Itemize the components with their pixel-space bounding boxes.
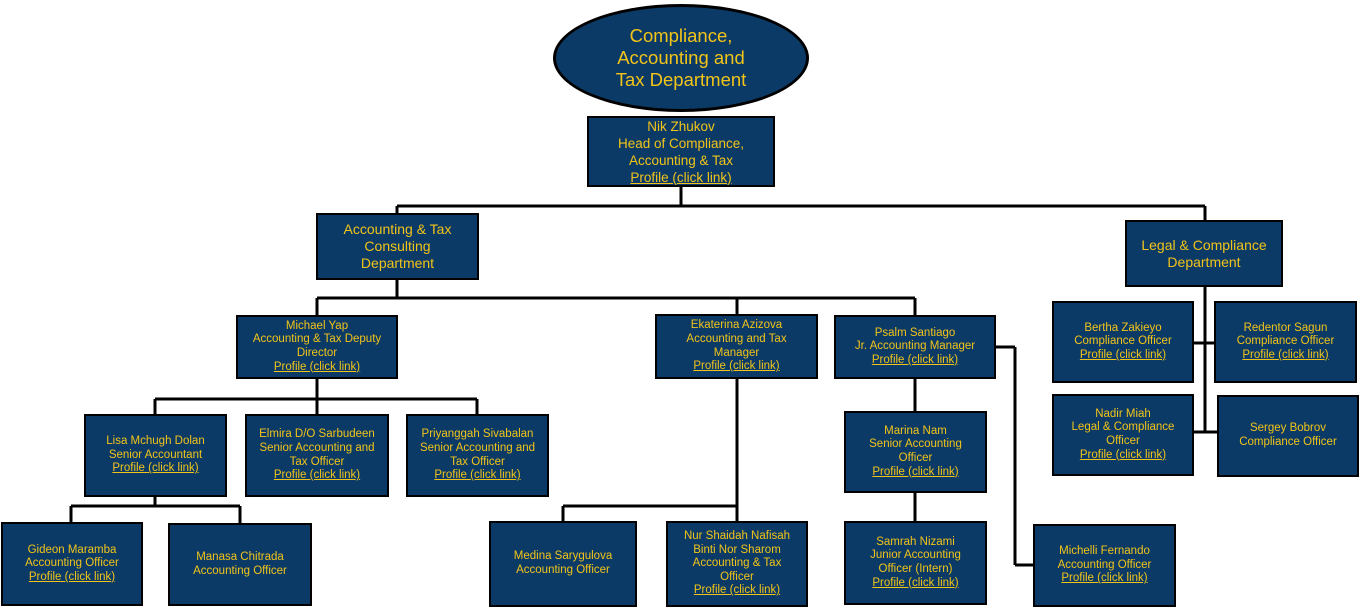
head-box: Nik Zhukov Head of Compliance, Accountin… [587,116,775,187]
profile-link[interactable]: Profile (click link) [630,169,732,185]
profile-link[interactable]: Profile (click link) [1079,448,1167,461]
person-box-psalm-santiago: Psalm Santiago Jr. Accounting Manager Pr… [834,315,996,379]
person-box-michelli-fernando: Michelli Fernando Accounting Officer Pro… [1033,524,1176,607]
person-name: Ekaterina Azizova [690,319,783,332]
department-label: Department [360,255,435,271]
person-box-manasa-chitrada: Manasa Chitrada Accounting Officer [168,523,312,606]
person-role: Accounting and Tax [686,332,787,345]
person-name: Psalm Santiago [874,326,956,339]
person-name: Nur Shaidah Nafisah [683,530,791,543]
person-role: Accounting Officer [25,557,119,570]
person-role: Officer [898,452,933,464]
person-name: Nadir Miah [1095,407,1151,420]
person-role: Compliance Officer [1074,335,1172,348]
person-role: Compliance Officer [1239,436,1337,448]
profile-link[interactable]: Profile (click link) [1061,572,1148,585]
person-role: Accounting & Tax [628,152,734,168]
department-label: Legal & Compliance [1141,236,1267,253]
title-line-1: Compliance, [629,25,733,46]
profile-link[interactable]: Profile (click link) [273,360,361,373]
person-name: Nik Zhukov [647,118,715,134]
person-name: Michelli Fernando [1059,545,1150,558]
person-role: Senior Accounting and [259,441,375,454]
person-name: Lisa Mchugh Dolan [106,435,205,448]
person-role: Head of Compliance, [617,135,745,151]
person-role: Accounting & Tax Deputy [252,333,382,346]
person-role: Officer [1106,435,1140,447]
department-label: Consulting [364,238,431,254]
person-role: Jr. Accounting Manager [854,340,976,353]
profile-link[interactable]: Profile (click link) [434,469,521,482]
person-box-ekaterina-azizova: Ekaterina Azizova Accounting and Tax Man… [655,314,818,379]
person-role: Compliance Officer [1236,335,1335,348]
person-name: Elmira D/O Sarbudeen [259,428,375,441]
department-title: Compliance, Accounting and Tax Departmen… [553,4,809,112]
person-role: Accounting Officer [193,564,287,577]
title-line-2: Accounting and [617,47,745,68]
person-role: Accounting Officer [1057,558,1152,571]
person-name: Samrah Nizami [876,535,955,548]
profile-link[interactable]: Profile (click link) [872,465,959,478]
person-name: Manasa Chitrada [196,550,284,563]
person-box-bertha-zakieyo: Bertha Zakieyo Compliance Officer Profil… [1052,301,1194,383]
person-box-medina-sarygulova: Medina Sarygulova Accounting Officer [489,521,637,607]
profile-link[interactable]: Profile (click link) [871,353,959,366]
person-box-gideon-maramba: Gideon Maramba Accounting Officer Profil… [1,522,143,606]
person-name: Gideon Maramba [27,543,117,556]
person-name: Bertha Zakieyo [1084,321,1162,334]
profile-link[interactable]: Profile (click link) [273,469,361,482]
person-box-elmira-sarbudeen: Elmira D/O Sarbudeen Senior Accounting a… [245,414,389,497]
person-box-michael-yap: Michael Yap Accounting & Tax Deputy Dire… [236,315,398,379]
person-role: Senior Accounting [869,438,962,451]
person-box-nur-shaidah-nafisah: Nur Shaidah Nafisah Binti Nor Sharom Acc… [666,521,808,607]
person-role: Manager [713,346,760,359]
person-box-sergey-bobrov: Sergey Bobrov Compliance Officer [1217,395,1359,477]
profile-link[interactable]: Profile (click link) [693,360,780,373]
person-box-lisa-mchugh-dolan: Lisa Mchugh Dolan Senior Accountant Prof… [84,414,227,497]
person-name: Priyanggah Sivabalan [421,428,534,441]
profile-link[interactable]: Profile (click link) [28,570,116,583]
person-role: Binti Nor Sharom [693,543,781,556]
person-box-priyanggah-sivabalan: Priyanggah Sivabalan Senior Accounting a… [406,414,549,497]
person-role: Tax Officer [289,455,345,468]
person-role: Senior Accounting and [419,441,536,454]
person-name: Sergey Bobrov [1249,422,1327,435]
person-role: Junior Accounting [870,549,961,562]
person-role: Officer [720,570,754,583]
profile-link[interactable]: Profile (click link) [1079,348,1167,361]
person-box-nadir-miah: Nadir Miah Legal & Compliance Officer Pr… [1052,394,1194,476]
legal-department-box: Legal & Compliance Department [1125,220,1283,287]
department-label: Department [1167,253,1241,270]
profile-link[interactable]: Profile (click link) [693,584,781,597]
person-role: Officer (Intern) [878,563,953,575]
person-box-samrah-nizami: Samrah Nizami Junior Accounting Officer … [844,521,987,605]
person-role: Accounting Officer [516,564,610,576]
person-name: Michael Yap [285,319,349,332]
accounting-department-box: Accounting & Tax Consulting Department [316,213,479,280]
person-role: Accounting & Tax [692,557,782,570]
person-name: Marina Nam [884,424,947,437]
department-label: Accounting & Tax [343,221,452,237]
person-name: Medina Sarygulova [513,550,613,563]
person-role: Tax Officer [450,455,505,468]
person-role: Director [296,347,338,359]
profile-link[interactable]: Profile (click link) [872,576,959,589]
title-line-3: Tax Department [615,69,747,90]
person-box-redentor-sagun: Redentor Sagun Compliance Officer Profil… [1214,301,1357,383]
person-box-marina-nam: Marina Nam Senior Accounting Officer Pro… [844,411,987,493]
person-role: Senior Accountant [108,448,203,461]
profile-link[interactable]: Profile (click link) [112,462,199,475]
person-name: Redentor Sagun [1243,321,1328,334]
person-role: Legal & Compliance [1071,421,1175,434]
profile-link[interactable]: Profile (click link) [1242,348,1329,361]
